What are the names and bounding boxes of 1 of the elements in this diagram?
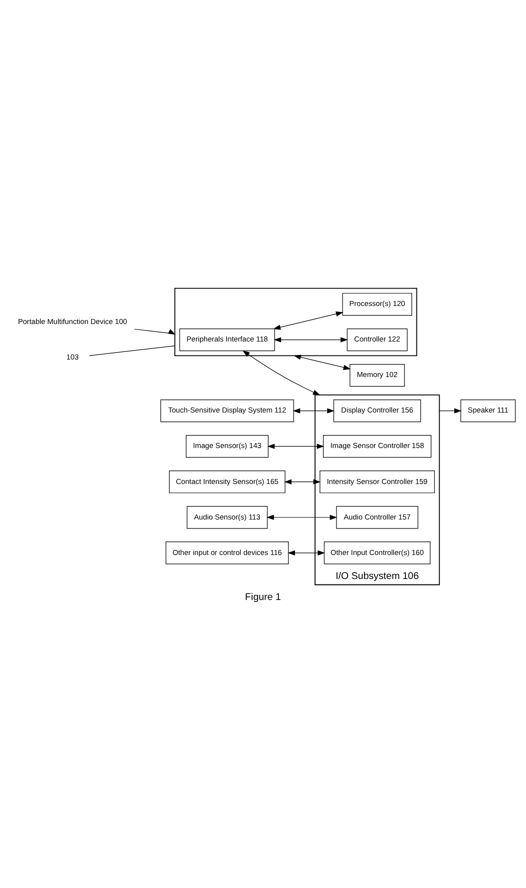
- caption: Figure 1: [245, 591, 281, 602]
